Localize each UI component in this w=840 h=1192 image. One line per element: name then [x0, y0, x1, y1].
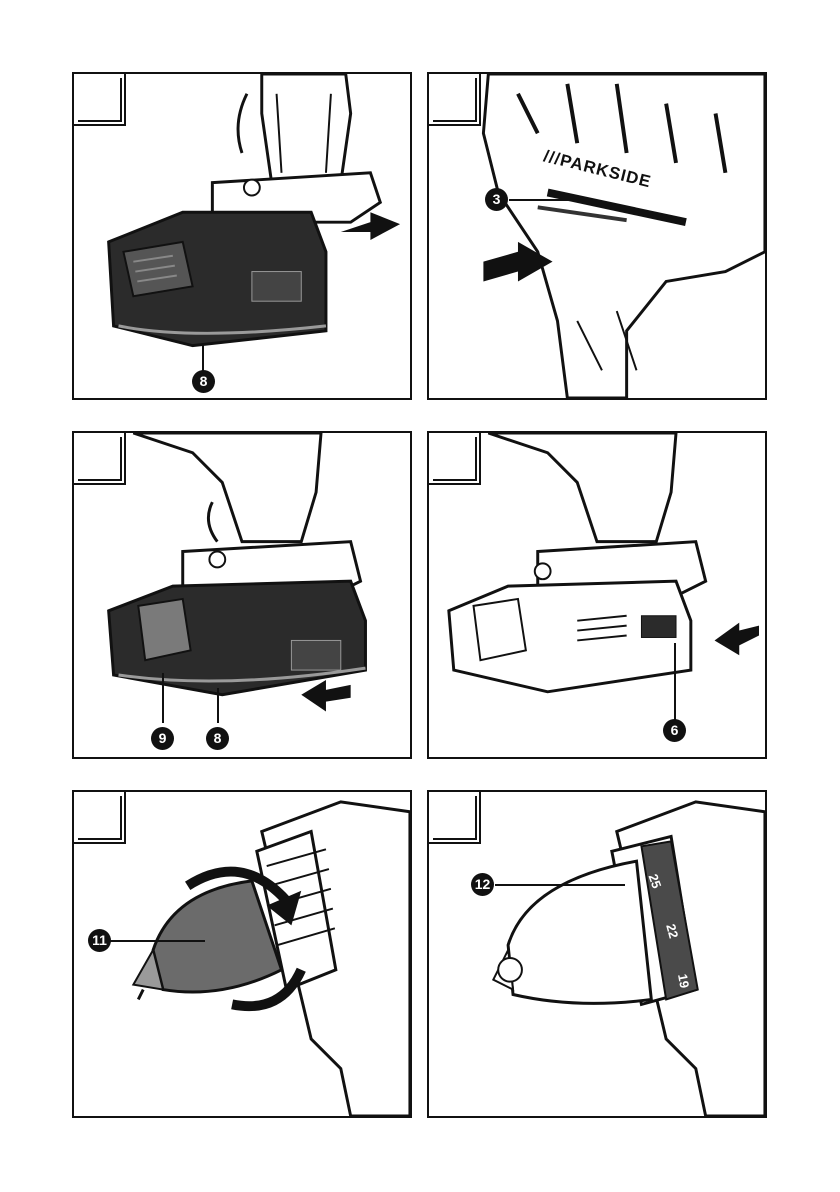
push-arrow-icon [715, 623, 759, 656]
torque-value-19: 19 [675, 973, 692, 990]
figure-2-panel: ///PARKSIDE 3 [427, 72, 767, 400]
callout-11: 11 [88, 929, 111, 952]
figure-4-panel: 6 [427, 431, 767, 759]
figure-6-panel: 25 22 19 12 [427, 790, 767, 1118]
figure-5-panel: 11 [72, 790, 412, 1118]
callout-8: 8 [192, 370, 215, 393]
figure-number-tab [72, 72, 126, 126]
callout-12: 12 [471, 873, 494, 896]
figure-1-panel: 8 [72, 72, 412, 400]
callout-8: 8 [206, 727, 229, 750]
figure-number-tab [72, 431, 126, 485]
figure-number-tab [427, 431, 481, 485]
figure-number-tab [72, 790, 126, 844]
figure-3-panel: 9 8 [72, 431, 412, 759]
figure-number-tab [427, 72, 481, 126]
pull-arrow-icon [301, 680, 350, 712]
callout-9: 9 [151, 727, 174, 750]
figure-number-tab [427, 790, 481, 844]
callout-6: 6 [663, 719, 686, 742]
callout-3: 3 [485, 188, 508, 211]
